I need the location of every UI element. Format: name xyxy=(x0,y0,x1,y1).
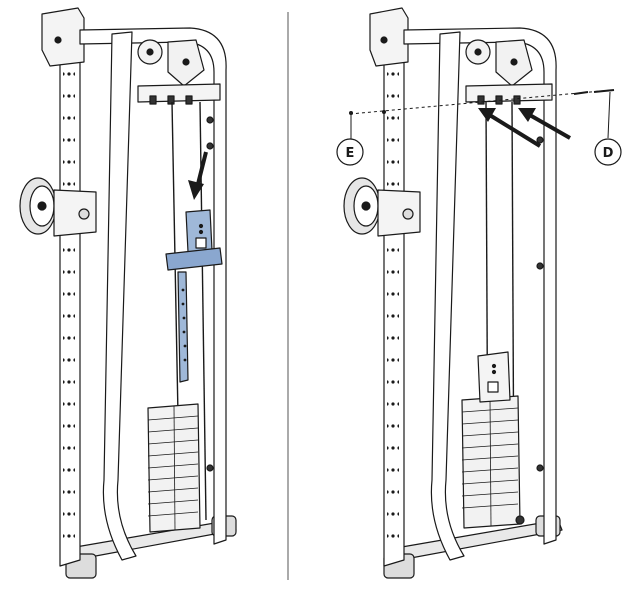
callout-d-label: D xyxy=(603,146,614,161)
left-upright-holes xyxy=(63,60,75,550)
side-pulley xyxy=(343,177,421,237)
diagonal-arrow-icon xyxy=(478,108,571,148)
weight-stack xyxy=(147,403,201,533)
callout-e: E xyxy=(336,114,364,166)
hardware-insertion-line xyxy=(349,89,615,115)
top-left-bracket xyxy=(369,7,409,67)
swing-arm xyxy=(102,31,137,561)
selector-top-plate xyxy=(477,351,511,403)
weight-stack xyxy=(461,351,521,529)
down-arrow-icon xyxy=(188,151,208,200)
callout-e-label: E xyxy=(346,146,355,161)
top-left-bracket xyxy=(41,7,85,67)
callout-d: D xyxy=(594,91,622,166)
swing-arm xyxy=(430,31,465,561)
crossbar xyxy=(137,83,221,103)
selector-assembly-highlighted xyxy=(165,209,223,383)
left-upright-holes xyxy=(387,60,399,550)
right-machine-view xyxy=(343,7,563,579)
left-machine-view xyxy=(19,7,237,579)
side-pulley xyxy=(19,177,97,237)
